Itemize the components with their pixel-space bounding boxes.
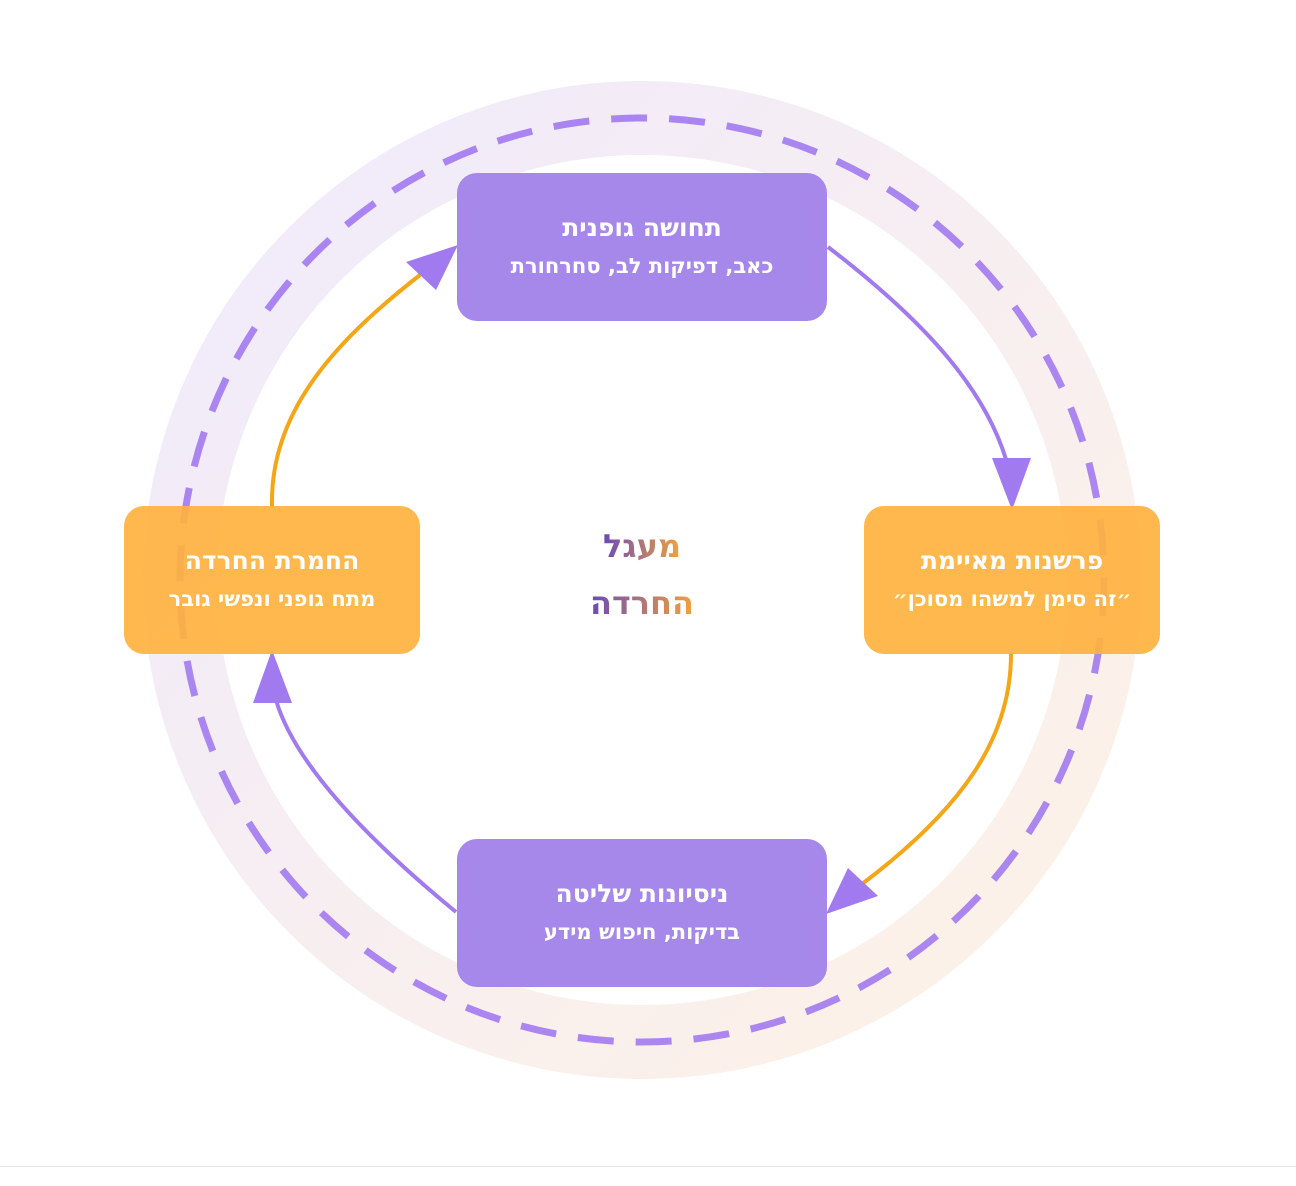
node-subtitle: מתח גופני ונפשי גובר bbox=[168, 587, 376, 611]
node-title: פרשנות מאיימת bbox=[920, 546, 1104, 575]
arrow-right-to-bottom bbox=[860, 653, 1013, 886]
bottom-divider bbox=[0, 1166, 1296, 1167]
node-title: תחושה גופנית bbox=[562, 213, 722, 242]
node-subtitle: בדיקות, חיפוש מידע bbox=[543, 920, 741, 944]
center-title-line1: מעגל bbox=[602, 527, 682, 565]
node-control-attempts: ניסיונות שליטה בדיקות, חיפוש מידע bbox=[457, 839, 827, 987]
arrow-left-to-top bbox=[269, 273, 422, 507]
arrow-head-top bbox=[406, 245, 458, 290]
arrow-head-left bbox=[253, 650, 292, 703]
arrow-head-bottom bbox=[826, 868, 878, 914]
center-title: מעגל החרדה bbox=[542, 518, 742, 632]
node-title: ניסיונות שליטה bbox=[555, 879, 729, 908]
node-subtitle: כאב, דפיקות לב, סחרחורת bbox=[510, 254, 774, 278]
node-title: החמרת החרדה bbox=[184, 546, 360, 575]
node-anxiety-worsening: החמרת החרדה מתח גופני ונפשי גובר bbox=[124, 506, 420, 654]
node-physical-sensation: תחושה גופנית כאב, דפיקות לב, סחרחורת bbox=[457, 173, 827, 321]
arrow-top-to-right bbox=[826, 245, 1011, 471]
arrow-bottom-to-left bbox=[274, 699, 458, 914]
node-threatening-interpretation: פרשנות מאיימת ״זה סימן למשהו מסוכן״ bbox=[864, 506, 1160, 654]
arrow-head-right bbox=[992, 458, 1031, 510]
center-title-line2: החרדה bbox=[589, 584, 695, 622]
node-subtitle: ״זה סימן למשהו מסוכן״ bbox=[892, 587, 1132, 611]
